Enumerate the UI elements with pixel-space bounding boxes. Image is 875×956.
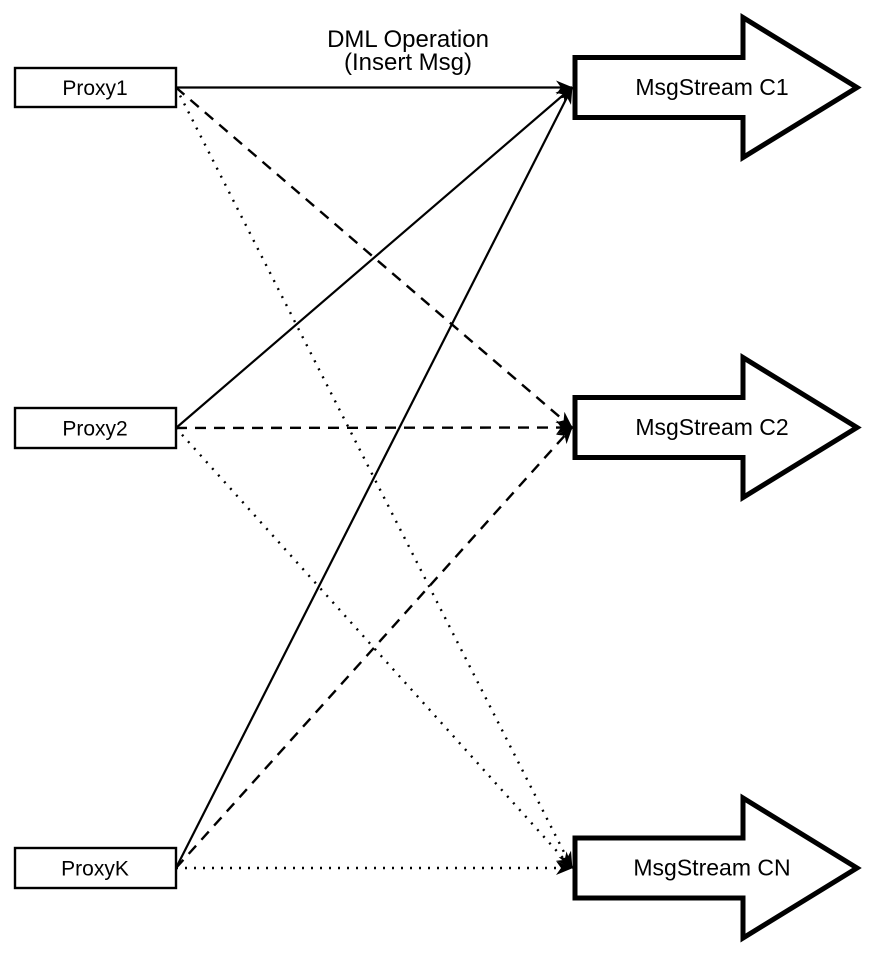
proxy2-label: Proxy2: [62, 418, 127, 441]
edges-layer: [174, 80, 574, 875]
proxy1-box: [13, 66, 178, 109]
msgstream-cn-arrow: [572, 793, 862, 943]
msgstream-c1-arrow: [572, 13, 862, 162]
proxyk-label: ProxyK: [61, 858, 129, 881]
msgstream-c1-node: MsgStream C1: [572, 13, 862, 162]
proxy1-node: Proxy1: [13, 66, 178, 109]
edge-proxy2-to-c1: [175, 86, 573, 429]
edge-proxyk-to-c2: [175, 426, 573, 869]
msgstream-c2-label: MsgStream C2: [635, 414, 788, 440]
proxy2-node: Proxy2: [13, 406, 178, 450]
proxy2-box: [13, 406, 178, 450]
edge-proxy2-to-c2: [175, 420, 573, 435]
msgstream-c2-node: MsgStream C2: [572, 353, 862, 502]
proxyk-node: ProxyK: [13, 846, 178, 890]
diagram-title-line2: (Insert Msg): [344, 49, 472, 76]
edge-proxy1-to-cn: [174, 86, 574, 869]
msgstream-c2-arrow: [572, 353, 862, 502]
diagram-title-line1: DML Operation: [327, 26, 489, 53]
proxy1-label: Proxy1: [62, 77, 127, 100]
msgstream-cn-label: MsgStream CN: [633, 855, 790, 881]
msgstream-cn-node: MsgStream CN: [572, 793, 862, 943]
edge-proxyk-to-c1: [175, 86, 573, 869]
msgstream-c1-label: MsgStream C1: [635, 74, 788, 100]
proxyk-box: [13, 846, 178, 890]
edge-proxy1-to-c2: [175, 86, 573, 429]
